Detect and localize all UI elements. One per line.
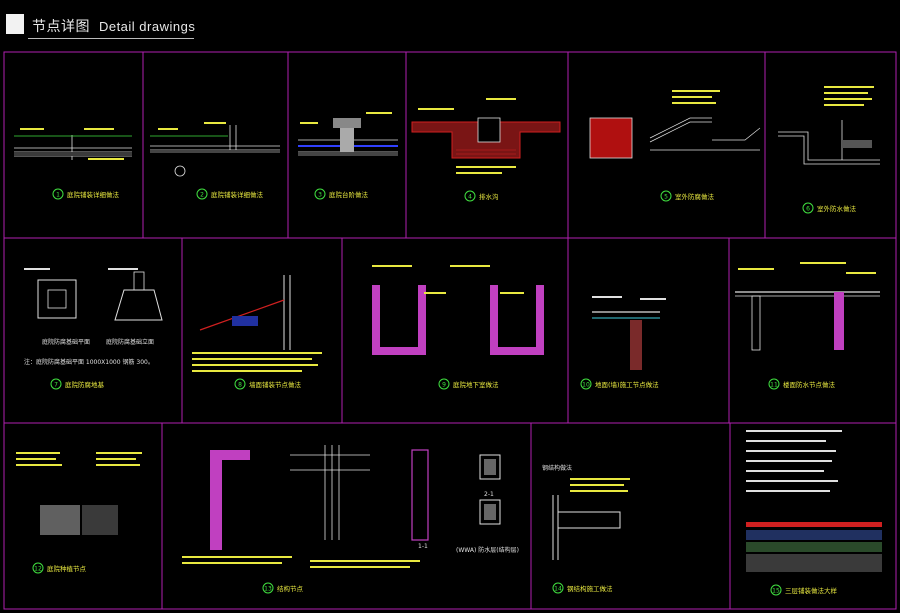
panel-5-number: 5	[664, 194, 668, 201]
panel-14-number: 14	[554, 586, 562, 593]
panel-14-number-circle	[552, 582, 564, 594]
panel-2-number-circle	[196, 188, 208, 200]
panel-13-note: (WWA) 防水层(结构层)	[456, 546, 519, 554]
panel-13-number-circle	[262, 582, 274, 594]
panel-3-drawing	[298, 112, 398, 156]
panel-1-number: 1	[56, 192, 60, 199]
panel-5-caption: 室外防腐做法	[675, 192, 715, 201]
panel-15-number-circle	[770, 584, 782, 596]
panel-12-number-circle	[32, 562, 44, 574]
panel-9-caption: 庭院地下室做法	[453, 380, 499, 389]
panel-13-section-b: 2-1	[484, 491, 494, 498]
panel-12-number: 12	[34, 566, 42, 573]
title-underline	[28, 38, 194, 39]
panel-3-number: 3	[318, 192, 322, 199]
panel-6-number-circle	[802, 202, 814, 214]
panel-15-caption: 三层铺装做法大样	[785, 586, 838, 595]
panel-10-number-circle	[580, 378, 592, 390]
panel-7-note: 注：庭院防腐基础平面 1000X1000 钢筋 300。	[24, 358, 154, 366]
panel-7-drawing	[24, 268, 163, 321]
panel-2-caption: 庭院铺装详细做法	[211, 190, 264, 199]
panel-14-label: 钢结构做法	[542, 464, 572, 472]
panel-2-number: 2	[200, 192, 204, 199]
panel-10-caption: 地面(墙)施工节点做法	[595, 380, 659, 389]
panel-8-number-circle	[234, 378, 246, 390]
panel-13-caption: 结构节点	[277, 584, 304, 593]
panel-3-number-circle	[314, 188, 326, 200]
panel-6-number: 6	[806, 206, 810, 213]
panel-5-drawing	[589, 90, 761, 159]
panel-14-caption: 钢结构施工做法	[567, 584, 613, 593]
logo-square	[6, 14, 24, 34]
panel-15-number: 15	[772, 588, 780, 595]
panel-12-caption: 庭院种植节点	[47, 564, 87, 573]
panel-14-drawing	[552, 478, 630, 560]
panel-4-caption: 排水沟	[479, 192, 499, 201]
panel-8-caption: 墙面铺装节点做法	[249, 380, 302, 389]
panel-7-number-circle	[50, 378, 62, 390]
panel-13-section-a: 1-1	[418, 543, 428, 550]
panel-9-drawing	[372, 265, 544, 355]
panel-1-number-circle	[52, 188, 64, 200]
panel-3-caption: 庭院台阶做法	[329, 190, 369, 199]
panel-11-number-circle	[768, 378, 780, 390]
panel-9-number: 9	[442, 382, 446, 389]
panel-4-number: 4	[468, 194, 472, 201]
panel-labels: 1 庭院铺装详细做法 2 庭院铺装详细做法 3 庭院台阶做法 4 排水沟 5 室外防腐做法 6 室外防…	[24, 188, 857, 596]
panel-6-caption: 室外防水做法	[817, 204, 857, 213]
panel-11-drawing	[735, 262, 880, 351]
panel-7-caption: 庭院防腐地基	[65, 380, 105, 389]
panel-1-caption: 庭院铺装详细做法	[67, 190, 120, 199]
panel-12-drawing	[16, 452, 142, 535]
page-title-zh: 节点详图	[32, 19, 90, 35]
panel-15-drawing	[746, 430, 882, 572]
panel-8-number: 8	[238, 382, 242, 389]
panel-13-number: 13	[264, 586, 272, 593]
header: 节点详图 Detail drawings	[0, 0, 900, 46]
panel-7-section-label: 庭院防腐基础立面	[106, 338, 154, 346]
panel-7-plan-label: 庭院防腐基础平面	[42, 338, 90, 346]
panel-7-number: 7	[54, 382, 58, 389]
panel-1-drawing	[14, 128, 132, 160]
panel-8-drawing	[192, 275, 322, 372]
panel-6-drawing	[778, 86, 880, 165]
panel-2-drawing	[150, 122, 280, 177]
page-title: 节点详图 Detail drawings	[32, 16, 195, 36]
panel-4-number-circle	[464, 190, 476, 202]
panel-9-number-circle	[438, 378, 450, 390]
panel-11-caption: 楼面防水节点做法	[783, 380, 836, 389]
panel-4-drawing	[411, 98, 561, 174]
page-title-en: Detail drawings	[98, 19, 196, 34]
panel-11-number: 11	[770, 382, 778, 389]
panel-10-number: 10	[582, 382, 590, 389]
panel-10-drawing	[592, 296, 666, 370]
panel-frames	[3, 51, 897, 610]
panel-13-drawing	[182, 445, 501, 568]
panel-5-number-circle	[660, 190, 672, 202]
